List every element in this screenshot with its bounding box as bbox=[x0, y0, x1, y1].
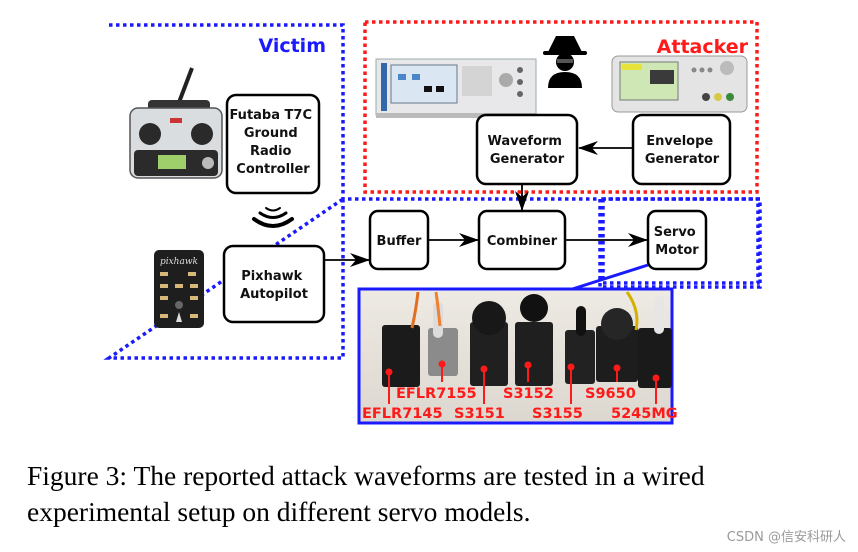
servo-label-eflr7145: EFLR7145 bbox=[362, 368, 443, 422]
waveform-generator-label: Waveform Generator bbox=[487, 134, 566, 167]
attacker-icon bbox=[543, 36, 587, 88]
buffer-label: Buffer bbox=[377, 234, 423, 249]
figure-caption: Figure 3: The reported attack waveforms … bbox=[27, 458, 847, 530]
servo-label-s3155: S3155 bbox=[532, 363, 583, 422]
waveform-generator-block bbox=[475, 113, 579, 186]
svg-text:S3151: S3151 bbox=[454, 406, 505, 422]
envelope-generator-block bbox=[631, 113, 732, 186]
radio-controller-photo bbox=[129, 67, 223, 179]
pixhawk-photo: pixhawk bbox=[154, 250, 204, 328]
combiner-label: Combiner bbox=[487, 234, 558, 249]
attack-setup-diagram: Victim Attacker Futaba T7C Ground Radio … bbox=[103, 20, 762, 425]
watermark: CSDN @信安科研人 bbox=[726, 530, 846, 545]
autopilot-block bbox=[222, 244, 326, 324]
pixhawk-brand-text: pixhawk bbox=[160, 257, 198, 267]
victim-label: Victim bbox=[258, 35, 326, 57]
signal-generator-photo bbox=[375, 58, 537, 118]
servo-label-eflr7155: EFLR7155 bbox=[396, 360, 477, 402]
servo-label-5245mg: 5245MG bbox=[611, 374, 678, 422]
attacker-label: Attacker bbox=[657, 36, 749, 58]
servo-motor-label: Servo Motor bbox=[654, 225, 701, 258]
servo-motor-block bbox=[646, 209, 708, 271]
servo-label-s3151: S3151 bbox=[454, 365, 505, 422]
envelope-generator-label: Envelope Generator bbox=[645, 134, 720, 167]
function-generator-photo bbox=[611, 55, 748, 113]
servo-label-s3152: S3152 bbox=[503, 361, 554, 402]
caption-line-1: Figure 3: The reported attack waveforms … bbox=[27, 460, 705, 491]
controller-block-label: Futaba T7C Ground Radio Controller bbox=[229, 108, 316, 177]
wireless-signal-icon bbox=[252, 207, 294, 228]
autopilot-block-label: Pixhawk Autopilot bbox=[240, 269, 308, 302]
servo-region-border bbox=[601, 197, 760, 285]
servo-label-s9650: S9650 bbox=[585, 364, 636, 402]
caption-line-2: experimental setup on different servo mo… bbox=[27, 496, 531, 527]
svg-text:5245MG: 5245MG bbox=[611, 406, 678, 422]
svg-text:EFLR7145: EFLR7145 bbox=[362, 406, 443, 422]
svg-text:S9650: S9650 bbox=[585, 386, 636, 402]
servo-models-photo bbox=[357, 287, 674, 425]
svg-text:S3152: S3152 bbox=[503, 386, 554, 402]
svg-text:EFLR7155: EFLR7155 bbox=[396, 386, 477, 402]
attacker-region-border bbox=[363, 20, 759, 194]
controller-block bbox=[225, 93, 321, 195]
svg-text:S3155: S3155 bbox=[532, 406, 583, 422]
